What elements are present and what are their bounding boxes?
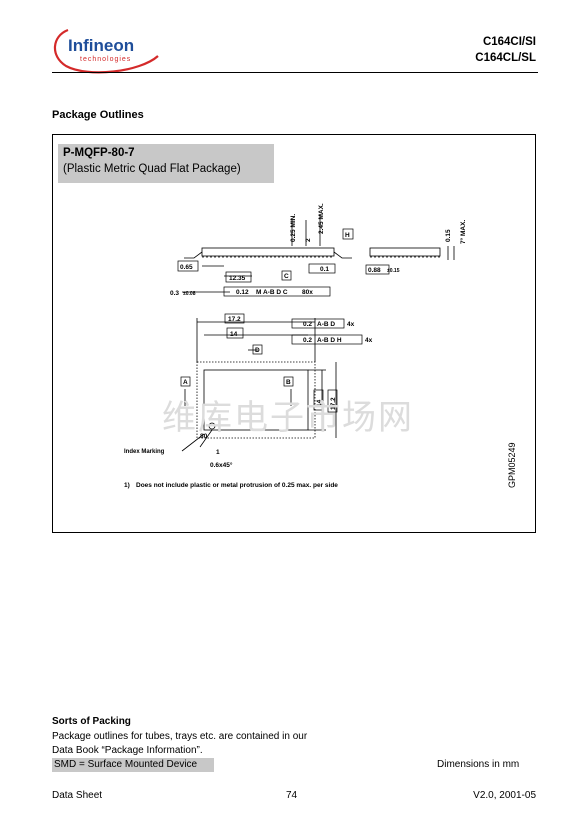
sorts-title: Sorts of Packing [52,716,131,727]
datum-c-box [281,270,292,281]
fcf-1-count: 80x [302,289,313,296]
index-leaders [181,429,213,452]
dim-01: 0.1 [320,266,329,273]
side-width-dims [182,265,252,293]
part-number-1: C164CI/SI [482,36,536,48]
watermark: 维库电子市场网 [162,398,414,438]
top-view-width-dims [196,318,316,362]
dim-172-side: 17.2 [330,397,337,410]
dim-245-max: 2.45 MAX. [318,203,325,234]
fcf-2-count: 4x [347,321,355,328]
drawing-id: GPM05249 [507,442,517,488]
detail-dimension-lines [447,246,455,260]
footer-doc-type: Data Sheet [52,790,103,801]
pin-80-label: 80 [200,433,208,440]
dim-14-side: 14 [316,399,323,407]
side-view-leads [184,251,352,259]
datum-a-label: A [183,379,188,386]
part-number-2: C164CL/SL [475,52,536,64]
dim-088-box [365,264,390,275]
datum-d-box [252,344,263,355]
footnote-mark: 1) [124,482,130,489]
smd-highlight [52,758,214,772]
dim-172-top-box [224,313,245,324]
footer-version: V2.0, 2001-05 [473,790,536,801]
dim-03-tol: ±0.08 [183,291,196,297]
drawing-frame [52,134,536,533]
fcf-01-box [308,263,336,274]
section-title: Package Outlines [52,109,144,121]
top-view-leads [196,361,316,439]
sorts-line-2: Data Book “Package Information”. [52,745,203,756]
fcf-3-box [291,334,363,345]
dim-1235: 12.35 [229,275,246,282]
datum-a-box [180,376,191,387]
chamfer-label: 0.6x45° [210,461,233,469]
infineon-logo: Infineon technologies [53,28,159,74]
dim-1235-box [225,271,252,283]
dim-14-top: 14 [230,331,238,338]
fcf-2-tol: 0.2 [303,321,312,328]
dim-025-min: 0.25 MIN. [290,214,297,242]
dim-2-tol: 2 [305,238,312,242]
datum-c-label: C [284,273,289,280]
logo-wordmark: Infineon [68,36,134,55]
logo-tagline: technologies [80,56,131,63]
fcf-1-tol: 0.12 [236,289,249,296]
fcf-1-ref: M A-B D C [256,289,288,296]
side-view-body [201,247,335,257]
datum-b-label: B [286,379,291,386]
datum-a-b-lines [184,389,292,406]
footnote-text: Does not include plastic or metal protru… [136,482,338,489]
detail-view-body [369,247,441,257]
dimensions-note: Dimensions in mm [437,759,520,770]
fcf-2-box [291,318,345,329]
side-height-dims [291,214,321,246]
package-drawing: 0.25 MIN. 2 2.45 MAX. 0.15 7° MAX. 0.65 … [124,203,467,489]
dim-172-top: 17.2 [228,316,241,323]
datum-d-label: D [255,347,260,354]
index-marking-label: Index Marking [124,449,165,455]
dim-14-top-box [226,327,244,339]
fcf-2-ref: A-B D [317,321,335,328]
datum-h-box [342,228,354,240]
top-view-height-dims [308,362,337,438]
smd-note: SMD = Surface Mounted Device [54,759,198,770]
fcf-position-box [223,286,331,297]
dim-065-box [177,260,199,272]
package-name: P-MQFP-80-7 [63,147,135,159]
package-title-box [58,144,274,183]
dim-088-tol: ±0.15 [387,268,400,274]
logo-swoosh [53,28,159,74]
sorts-line-1: Package outlines for tubes, trays etc. a… [52,731,308,742]
dim-065: 0.65 [180,264,193,271]
pin-1-label: 1 [216,449,220,456]
datum-h-label: H [345,232,350,239]
footer-page-number: 74 [286,790,298,801]
header-rule [52,72,538,73]
pin-1-index-dot [208,422,216,430]
dim-088: 0.88 [368,267,381,274]
fcf-3-tol: 0.2 [303,337,312,344]
dim-172-side-box [327,389,338,413]
dim-14-side-box [313,389,324,411]
fcf-3-count: 4x [365,337,373,344]
dim-015: 0.15 [445,229,452,242]
fcf-3-ref: A-B D H [317,337,342,344]
dim-03: 0.3 [170,290,179,297]
dim-7max: 7° MAX. [459,220,467,244]
datum-b-box [283,376,294,387]
package-description: (Plastic Metric Quad Flat Package) [63,163,241,175]
